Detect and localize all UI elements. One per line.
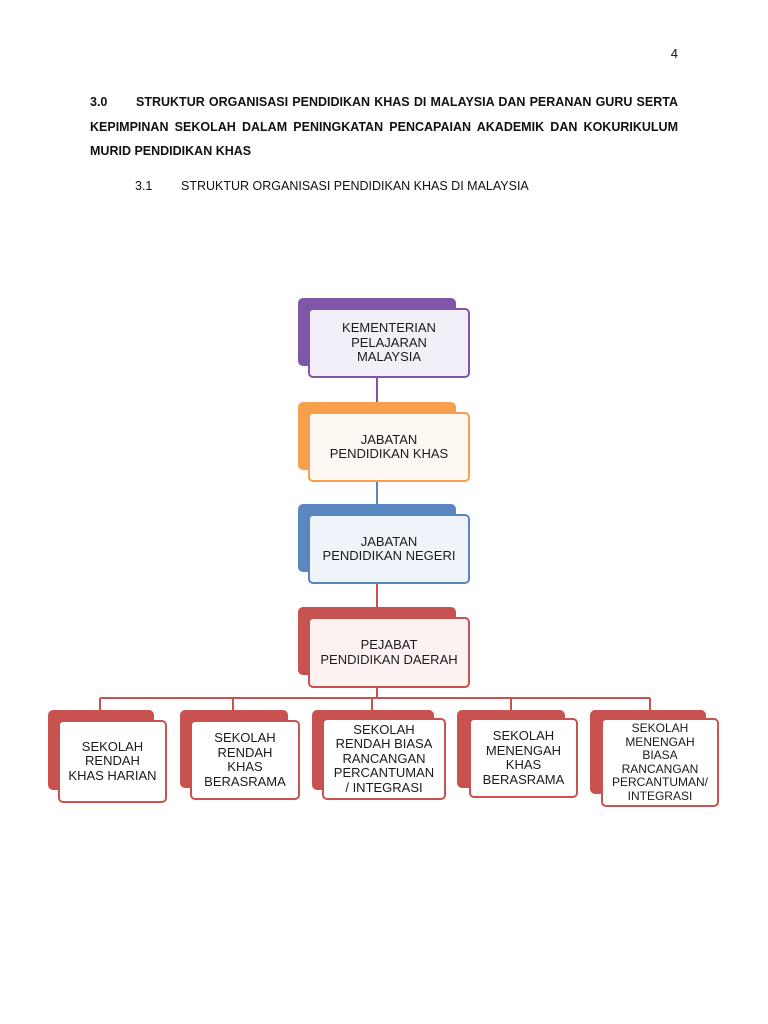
school-box: SEKOLAH RENDAH BIASA RANCANGAN PERCANTUM…	[322, 718, 446, 800]
jpk-box: JABATAN PENDIDIKAN KHAS	[308, 412, 470, 482]
jpn-box: JABATAN PENDIDIKAN NEGERI	[308, 514, 470, 584]
school-box: SEKOLAH RENDAH KHAS BERASRAMA	[190, 720, 300, 800]
section-title: STRUKTUR ORGANISASI PENDIDIKAN KHAS DI M…	[90, 95, 678, 158]
school-box: SEKOLAH MENENGAH KHAS BERASRAMA	[469, 718, 578, 798]
subsection-heading: 3.1 STRUKTUR ORGANISASI PENDIDIKAN KHAS D…	[135, 179, 529, 193]
ppd-box: PEJABAT PENDIDIKAN DAERAH	[308, 617, 470, 688]
section-number: 3.0	[90, 95, 108, 109]
school-box: SEKOLAH MENENGAH BIASA RANCANGAN PERCANT…	[601, 718, 719, 807]
kpm-box: KEMENTERIAN PELAJARAN MALAYSIA	[308, 308, 470, 378]
subsection-number: 3.1	[135, 179, 153, 193]
subsection-title: STRUKTUR ORGANISASI PENDIDIKAN KHAS DI M…	[181, 179, 529, 193]
school-box: SEKOLAH RENDAH KHAS HARIAN	[58, 720, 167, 803]
page-number: 4	[670, 46, 678, 61]
